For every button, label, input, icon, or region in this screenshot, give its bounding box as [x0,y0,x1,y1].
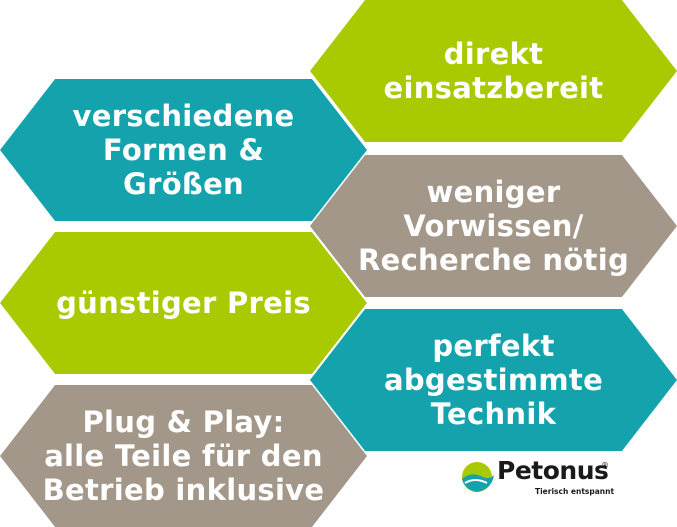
hexagon-text: weniger Vorwissen/ Recherche nötig [358,175,629,278]
hexagon-line: weniger [426,174,561,209]
hexagon-direkt-einsatzbereit: direkt einsatzbereit [310,0,677,142]
petonus-logo-icon [462,462,494,492]
hexagon-line: verschiedene [72,98,295,133]
hexagon-weniger-vorwissen: weniger Vorwissen/ Recherche nötig [310,155,677,297]
hexagon-line: einsatzbereit [383,71,604,105]
hexagon-line: abgestimmte [383,362,604,397]
hexagon-line: direkt [443,36,544,71]
hexagon-line: alle Teile für den [44,438,323,473]
hexagon-perfekt-abgestimmte-technik: perfekt abgestimmte Technik [310,309,677,451]
petonus-logo: Petonus ® Tierisch entspannt [459,456,619,499]
logo-tagline: Tierisch entspannt [535,487,615,496]
hexagon-guenstiger-preis: günstiger Preis [0,232,367,374]
hexagon-line: Technik [430,397,557,432]
hexagon-plug-and-play: Plug & Play: alle Teile für den Betrieb … [0,385,367,527]
hexagon-line: Formen & [102,132,265,167]
hexagon-verschiedene-formen: verschiedene Formen & Größen [0,79,367,221]
hexagon-text: verschiedene Formen & Größen [73,99,295,202]
logo-registered-mark: ® [601,461,609,470]
hexagon-text: perfekt abgestimmte Technik [384,329,603,432]
hexagon-line: Recherche nötig [357,243,630,278]
hexagon-line: Plug & Play: [82,404,285,439]
logo-wordmark: Petonus [497,456,609,485]
hexagon-line: Größen [122,167,244,202]
hexagon-line: perfekt [432,328,555,363]
hexagon-line: Betrieb inklusive [42,473,325,508]
hexagon-text: Plug & Play: alle Teile für den Betrieb … [43,405,325,508]
hexagon-text: günstiger Preis [56,286,311,320]
hexagon-line: Vorwissen/ [403,208,584,243]
hexagon-text: direkt einsatzbereit [384,37,604,105]
hexagon-line: günstiger Preis [56,285,311,320]
